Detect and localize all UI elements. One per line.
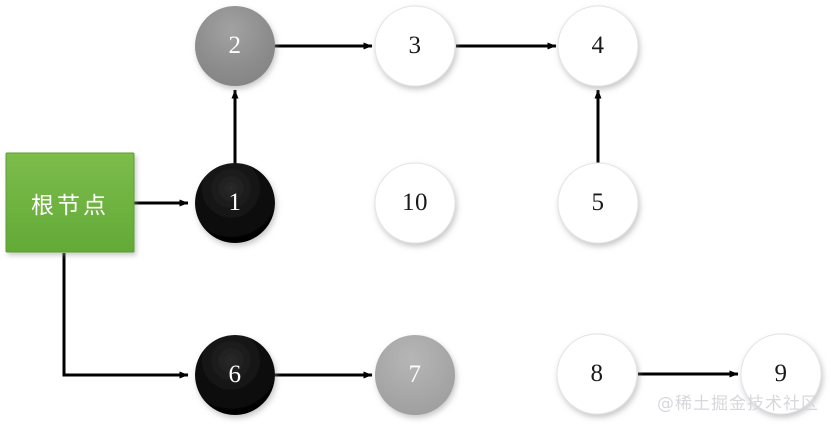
node-5-circle[interactable]: [557, 162, 639, 244]
root-node-box[interactable]: [5, 152, 135, 253]
node-7-circle[interactable]: [375, 335, 455, 415]
node-3-circle[interactable]: [374, 5, 456, 87]
edge-layer: [62, 42, 739, 379]
node-8-circle[interactable]: [556, 333, 638, 415]
watermark-text: @稀土掘金技术社区: [657, 394, 819, 414]
node-layer: [195, 5, 822, 415]
node-10-circle[interactable]: [374, 162, 456, 244]
node-9-circle[interactable]: [740, 333, 822, 415]
node-1-circle[interactable]: [195, 163, 275, 243]
root-node-label: 根节点: [31, 192, 109, 219]
node-4-circle[interactable]: [557, 5, 639, 87]
node-6-circle[interactable]: [195, 335, 275, 415]
node-2-circle[interactable]: [195, 6, 275, 86]
edge-root-to-6: [62, 253, 189, 379]
